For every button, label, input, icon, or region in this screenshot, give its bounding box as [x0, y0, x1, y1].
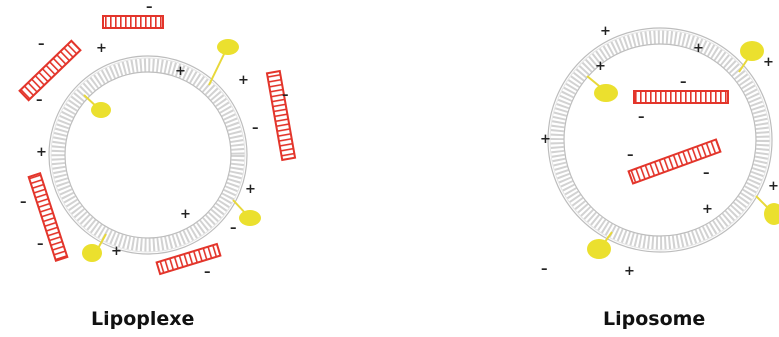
- liposome-caption: Liposome: [603, 308, 705, 330]
- svg-text:+: +: [624, 264, 635, 279]
- nucleic-acid-strand-2: [20, 41, 81, 100]
- svg-text:+: +: [595, 59, 606, 74]
- svg-text:+: +: [600, 24, 611, 39]
- lipid-head-4: [756, 196, 779, 225]
- svg-text:–: –: [36, 93, 43, 108]
- nucleic-acid-strand-5: [157, 244, 221, 274]
- liposome: + + + + – – + – – + + – +: [540, 24, 779, 279]
- lipid-bilayer-ring: [49, 56, 247, 254]
- svg-text:–: –: [20, 195, 27, 210]
- lipid-head-3: [587, 232, 612, 259]
- lipid-bilayer-ring: [548, 28, 772, 252]
- svg-text:–: –: [282, 88, 289, 103]
- svg-text:–: –: [541, 262, 548, 277]
- lipoplex-caption: Lipoplexe: [91, 308, 194, 330]
- svg-text:+: +: [693, 41, 704, 56]
- svg-text:–: –: [627, 148, 634, 163]
- svg-text:–: –: [204, 265, 211, 280]
- nucleic-acid-strand-1: [634, 91, 728, 103]
- svg-text:–: –: [230, 221, 237, 236]
- svg-text:+: +: [175, 64, 186, 79]
- svg-text:+: +: [111, 244, 122, 259]
- lipoplex: – – – + + + – – + + – – + – + –: [20, 0, 295, 280]
- lipid-head-3: [233, 200, 261, 226]
- svg-text:+: +: [768, 179, 779, 194]
- svg-text:+: +: [36, 145, 47, 160]
- svg-text:+: +: [96, 41, 107, 56]
- svg-text:–: –: [680, 75, 687, 90]
- lipid-head-1: [209, 39, 239, 85]
- nucleic-acid-strand-3: [267, 71, 295, 160]
- svg-text:+: +: [540, 132, 551, 147]
- svg-text:–: –: [38, 37, 45, 52]
- svg-text:–: –: [37, 237, 44, 252]
- svg-text:–: –: [703, 166, 710, 181]
- charge-signs: + + + + – – + – – + + – +: [540, 24, 779, 279]
- lipid-head-2: [587, 76, 618, 102]
- svg-text:+: +: [180, 207, 191, 222]
- svg-text:+: +: [702, 202, 713, 217]
- lipid-head-1: [739, 41, 764, 72]
- nucleic-acid-strand-1: [103, 16, 163, 28]
- svg-text:–: –: [252, 121, 259, 136]
- svg-text:+: +: [238, 73, 249, 88]
- svg-text:+: +: [763, 55, 774, 70]
- svg-text:–: –: [146, 0, 153, 15]
- lipid-head-2: [84, 95, 111, 118]
- nucleic-acid-strand-4: [29, 173, 68, 260]
- svg-text:+: +: [245, 182, 256, 197]
- svg-text:–: –: [638, 110, 645, 125]
